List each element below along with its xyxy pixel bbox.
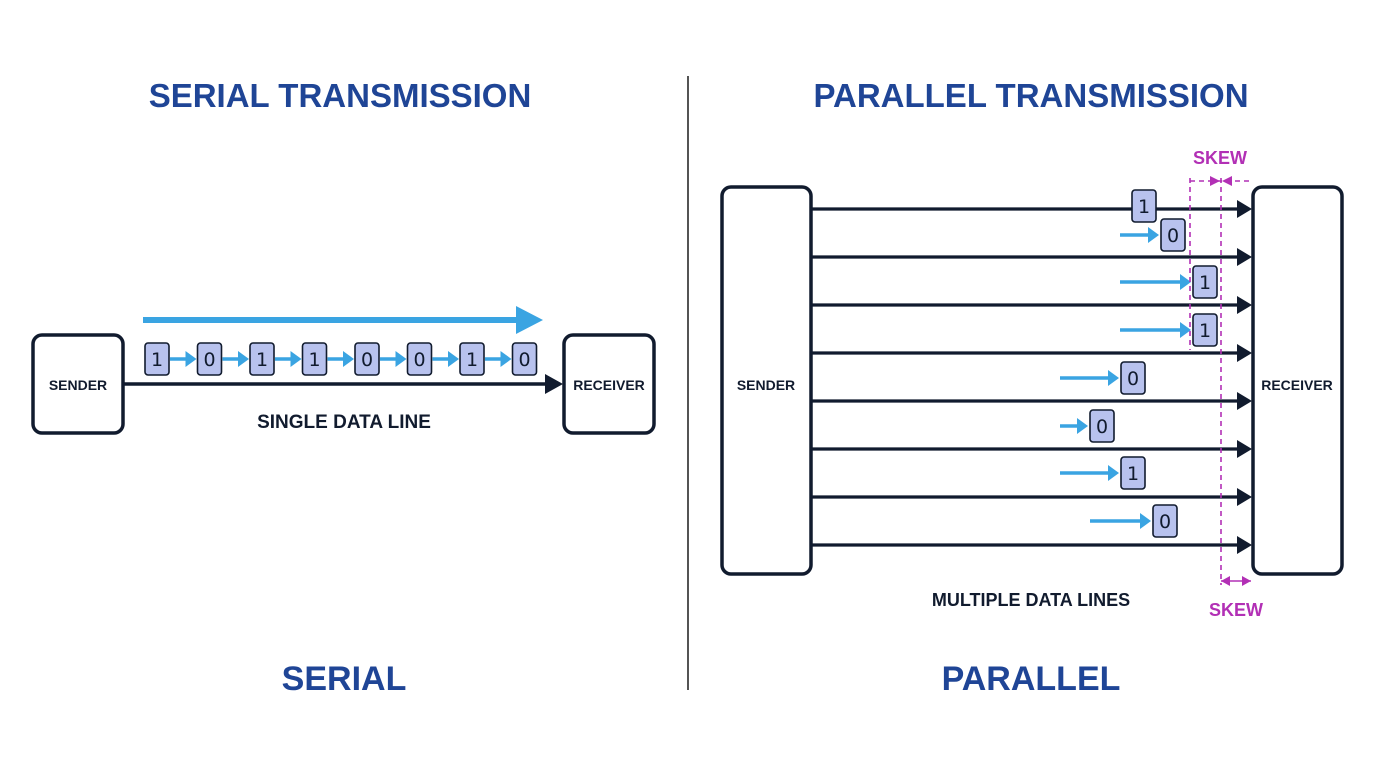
parallel-lines-label: MULTIPLE DATA LINES <box>932 590 1130 610</box>
serial-bit-7: 0 <box>511 342 538 376</box>
serial-bit-label-5: 0 <box>413 349 425 371</box>
parallel-bit-label-7: 0 <box>1159 511 1171 533</box>
serial-data-line <box>123 374 563 394</box>
parallel-flow-arrow-2 <box>1120 274 1191 290</box>
parallel-line-5 <box>811 440 1252 458</box>
parallel-bit-5: 0 <box>1089 409 1115 443</box>
parallel-data-lines <box>811 200 1252 554</box>
serial-bit-0: 1 <box>144 342 170 376</box>
serial-bit-1: 0 <box>196 342 223 376</box>
parallel-line-1 <box>811 248 1252 266</box>
parallel-receiver-label: RECEIVER <box>1261 377 1333 393</box>
serial-flow-arrow <box>143 306 543 334</box>
serial-flow-arrow-2 <box>222 351 249 367</box>
serial-receiver-label: RECEIVER <box>573 377 645 393</box>
parallel-bit-label-6: 1 <box>1127 463 1139 485</box>
parallel-title: PARALLEL TRANSMISSION <box>813 77 1248 114</box>
serial-bit-5: 0 <box>406 342 433 376</box>
serial-bit-label-6: 1 <box>466 349 478 371</box>
parallel-bit-0: 1 <box>1131 189 1157 223</box>
serial-caption: SERIAL <box>282 660 407 698</box>
serial-bit-label-1: 0 <box>203 349 215 371</box>
serial-title: SERIAL TRANSMISSION <box>149 77 532 114</box>
parallel-bit-6: 1 <box>1120 456 1146 490</box>
parallel-bit-label-4: 0 <box>1127 368 1139 390</box>
serial-bit-4: 0 <box>354 342 380 376</box>
parallel-bit-3: 1 <box>1192 313 1218 347</box>
serial-bit-label-4: 0 <box>361 349 373 371</box>
serial-receiver-box: RECEIVER <box>562 333 656 435</box>
parallel-bit-4: 0 <box>1120 361 1146 395</box>
skew-label-bottom: SKEW <box>1209 600 1263 620</box>
parallel-line-7 <box>811 536 1252 554</box>
parallel-line-6 <box>811 488 1252 506</box>
serial-flow-arrow-4 <box>327 351 354 367</box>
serial-bit-sequence: 1 0 1 1 0 0 1 0 <box>144 342 538 376</box>
serial-flow-arrow-7 <box>485 351 512 367</box>
parallel-line-2 <box>811 296 1252 314</box>
parallel-bit-label-1: 0 <box>1167 225 1179 247</box>
serial-line-label: SINGLE DATA LINE <box>257 412 431 433</box>
parallel-sender-box: SENDER <box>720 185 813 576</box>
parallel-flow-arrow-7 <box>1090 513 1151 529</box>
serial-bit-label-7: 0 <box>518 349 530 371</box>
parallel-line-4 <box>811 392 1252 410</box>
serial-flow-arrow-6 <box>432 351 459 367</box>
serial-bit-6: 1 <box>459 342 485 376</box>
serial-bit-label-2: 1 <box>256 349 268 371</box>
serial-sender-box: SENDER <box>31 333 125 435</box>
parallel-flow-arrow-6 <box>1060 465 1119 481</box>
serial-flow-arrow-1 <box>170 351 197 367</box>
skew-indicator <box>1189 176 1251 586</box>
parallel-sender-label: SENDER <box>737 377 795 393</box>
serial-flow-arrow-5 <box>380 351 407 367</box>
parallel-receiver-box: RECEIVER <box>1251 185 1344 576</box>
serial-sender-label: SENDER <box>49 377 107 393</box>
serial-bit-label-0: 1 <box>151 349 163 371</box>
serial-bit-2: 1 <box>249 342 275 376</box>
parallel-bit-label-0: 1 <box>1138 196 1150 218</box>
parallel-line-3 <box>811 344 1252 362</box>
serial-bit-label-3: 1 <box>308 349 320 371</box>
parallel-bit-1: 0 <box>1160 218 1186 252</box>
parallel-bit-7: 0 <box>1152 504 1178 538</box>
serial-flow-arrow-3 <box>275 351 302 367</box>
serial-bit-3: 1 <box>301 342 328 376</box>
parallel-bit-label-3: 1 <box>1199 320 1211 342</box>
parallel-flow-arrow-5 <box>1060 418 1088 434</box>
parallel-bit-label-2: 1 <box>1199 272 1211 294</box>
parallel-flow-arrow-1 <box>1120 227 1159 243</box>
parallel-flow-arrow-4 <box>1060 370 1119 386</box>
skew-label-top: SKEW <box>1193 148 1247 168</box>
parallel-bit-label-5: 0 <box>1096 416 1108 438</box>
parallel-bit-2: 1 <box>1192 265 1218 299</box>
parallel-line-0 <box>811 200 1252 218</box>
parallel-caption: PARALLEL <box>942 660 1121 698</box>
parallel-flow-arrow-3 <box>1120 322 1191 338</box>
